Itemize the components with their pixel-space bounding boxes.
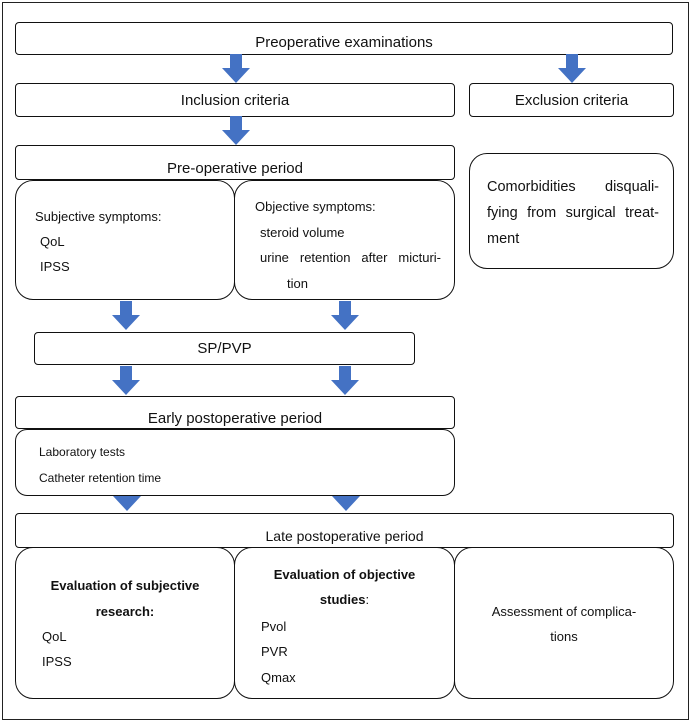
early-item-catheter-retention: Catheter retention time xyxy=(39,471,162,485)
comorbidities-line-3: ment xyxy=(487,231,520,247)
early-postoperative-period-box: Early postoperative period xyxy=(15,396,455,429)
exclusion-criteria-label: Exclusion criteria xyxy=(514,91,629,109)
evaluation-subjective-item-qol: QoL xyxy=(42,629,67,644)
evaluation-objective-title-2: studies xyxy=(319,592,366,607)
objective-symptoms-title: Objective symptoms: xyxy=(255,199,376,214)
evaluation-subjective-box xyxy=(15,547,235,699)
objective-symptoms-box xyxy=(234,180,455,300)
evaluation-subjective-title-1: Evaluation of subjective xyxy=(50,578,200,593)
evaluation-subjective-title-2: research: xyxy=(95,604,155,619)
evaluation-objective-title-2-wrap: studies: xyxy=(234,592,455,609)
arrow-down-icon xyxy=(330,366,360,396)
subjective-symptoms-title: Subjective symptoms: xyxy=(35,209,162,224)
early-postoperative-details-box xyxy=(15,429,455,496)
exclusion-criteria-box: Exclusion criteria xyxy=(469,83,674,117)
complications-box xyxy=(454,547,674,699)
objective-symptoms-item-urine-b: tion xyxy=(287,276,308,291)
early-postoperative-period-label: Early postoperative period xyxy=(147,410,323,427)
comorbidities-box xyxy=(469,153,674,269)
inclusion-criteria-label: Inclusion criteria xyxy=(180,91,290,109)
comorbidities-line-1: Comorbidities disquali- xyxy=(487,179,659,195)
arrow-down-icon xyxy=(112,496,142,512)
subjective-symptoms-box xyxy=(15,180,235,300)
objective-symptoms-item-urine-a: urine retention after micturi- xyxy=(260,250,441,265)
arrow-down-icon xyxy=(111,366,141,396)
sp-pvp-box: SP/PVP xyxy=(34,332,415,365)
objective-symptoms-item-steroid: steroid volume xyxy=(260,225,345,240)
evaluation-objective-title-colon: : xyxy=(365,592,370,607)
arrow-down-icon xyxy=(221,116,251,146)
late-postoperative-period-box: Late postoperative period xyxy=(15,513,674,548)
comorbidities-line-2: fying from surgical treat- xyxy=(487,205,659,221)
arrow-down-icon xyxy=(331,496,361,512)
arrow-down-icon xyxy=(221,54,251,84)
preoperative-examinations-box: Preoperative examinations xyxy=(15,22,673,55)
early-item-laboratory-tests: Laboratory tests xyxy=(39,445,126,459)
inclusion-criteria-box: Inclusion criteria xyxy=(15,83,455,117)
evaluation-objective-title-1: Evaluation of objective xyxy=(273,567,416,582)
preoperative-examinations-label: Preoperative examinations xyxy=(255,34,433,51)
evaluation-objective-item-pvr: PVR xyxy=(261,644,288,659)
evaluation-objective-item-pvol: Pvol xyxy=(261,619,287,634)
pre-operative-period-label: Pre-operative period xyxy=(167,160,303,177)
complications-line-2: tions xyxy=(550,629,578,644)
arrow-down-icon xyxy=(330,301,360,331)
arrow-down-icon xyxy=(111,301,141,331)
subjective-symptoms-item-qol: QoL xyxy=(40,234,65,249)
arrow-down-icon xyxy=(557,54,587,84)
complications-line-1: Assessment of complica- xyxy=(491,604,637,619)
pre-operative-period-box: Pre-operative period xyxy=(15,145,455,180)
subjective-symptoms-item-ipss: IPSS xyxy=(40,259,70,274)
evaluation-objective-item-qmax: Qmax xyxy=(261,670,296,685)
evaluation-objective-box xyxy=(234,547,455,699)
late-postoperative-period-label: Late postoperative period xyxy=(265,527,424,544)
evaluation-subjective-item-ipss: IPSS xyxy=(42,654,72,669)
sp-pvp-label: SP/PVP xyxy=(197,340,252,357)
